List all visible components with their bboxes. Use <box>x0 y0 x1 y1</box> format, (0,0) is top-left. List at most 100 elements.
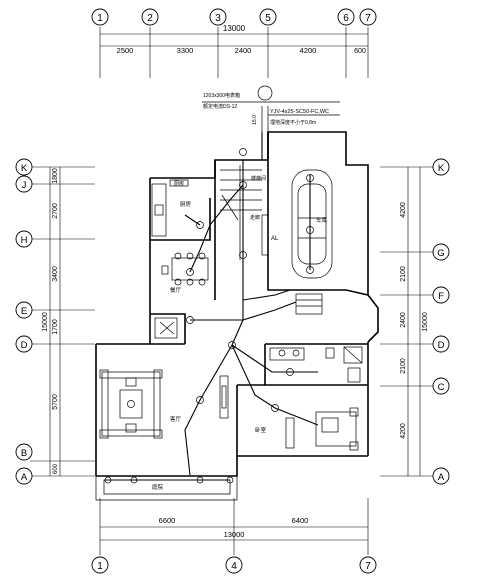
axis-label-left-H: H <box>21 235 28 246</box>
axis-label-right-D: D <box>438 340 445 351</box>
wiring-runs <box>105 132 319 481</box>
light-fixture <box>271 404 279 412</box>
axis-label-top-3: 3 <box>215 13 221 24</box>
axis-bubble-top-5 <box>259 8 277 26</box>
entry-steps <box>295 293 323 315</box>
light-fixture <box>239 148 247 156</box>
axis-label-right-G: G <box>437 248 444 259</box>
light-fixture <box>186 316 194 324</box>
light-fixture <box>196 396 204 404</box>
living-label: 客厅 <box>170 415 182 423</box>
bottom-dim-2: 6400 <box>292 516 309 525</box>
light-fixture <box>130 476 138 484</box>
axis-label-top-1: 1 <box>97 13 103 24</box>
bath-circuit <box>231 344 318 373</box>
light-fixture <box>127 400 135 408</box>
axis-bubble-left-H <box>15 230 33 248</box>
axis-bubble-left-J <box>15 175 33 193</box>
axis-label-left-J: J <box>22 180 27 191</box>
stair-label: 楼梯间 <box>251 175 266 182</box>
range-hood <box>169 179 189 187</box>
toilet <box>325 347 335 359</box>
right-axis-group: 4200 2100 2400 2100 4200 15000 K G F D C… <box>380 158 450 485</box>
axis-label-right-A: A <box>438 472 445 483</box>
courtyard-bench <box>103 479 231 495</box>
wardrobe <box>285 417 295 449</box>
axis-bubble-left-B <box>15 443 33 461</box>
light-fixture <box>226 476 234 484</box>
kitchen-counter <box>151 183 167 237</box>
left-dim-6: 600 <box>53 463 59 474</box>
tv-cabinet <box>219 375 229 419</box>
axis-bubble-left-A <box>15 467 33 485</box>
axis-label-left-B: B <box>21 448 27 459</box>
axis-label-left-K: K <box>21 163 28 174</box>
left-total-dim: 15000 <box>42 312 49 332</box>
south-wall <box>96 455 368 477</box>
axis-label-bottom-4: 4 <box>231 561 237 572</box>
axis-label-left-A: A <box>21 472 28 483</box>
left-dim-2: 2700 <box>52 203 59 219</box>
distribution-panel <box>261 214 269 256</box>
light-fixture <box>196 221 204 229</box>
light-fixture <box>228 341 236 349</box>
light-fixture <box>186 268 194 276</box>
axis-label-right-K: K <box>438 163 445 174</box>
garage-branch <box>242 289 291 301</box>
axis-label-top-6: 6 <box>343 13 349 24</box>
axis-label-right-C: C <box>438 382 445 393</box>
kitchen-wall <box>150 198 211 241</box>
axis-bubble-right-A <box>432 467 450 485</box>
distribution-box-label: AL <box>271 236 279 242</box>
feeder-run <box>242 132 263 255</box>
cable-note: 埋地深度不小于0.8m <box>270 119 316 126</box>
axis-label-bottom-1: 1 <box>97 561 103 572</box>
light-fixture <box>306 174 314 182</box>
axis-bubble-right-D <box>432 335 450 353</box>
axis-label-right-F: F <box>438 291 444 302</box>
axis-bubble-bottom-7 <box>359 556 377 574</box>
washbasin <box>347 367 361 383</box>
dining-table <box>171 257 209 281</box>
shower <box>343 346 363 364</box>
garage-label: 车库 <box>316 216 328 224</box>
axis-label-top-7: 7 <box>365 13 371 24</box>
light-fixture <box>239 251 247 259</box>
axis-bubble-left-K <box>15 158 33 176</box>
axis-bubble-right-K <box>432 158 450 176</box>
axis-bubble-left-E <box>15 301 33 319</box>
light-fixture <box>286 368 294 376</box>
axis-bubble-left-D <box>15 335 33 353</box>
right-dim-4: 2100 <box>400 358 407 374</box>
left-dim-1: 1800 <box>52 168 59 184</box>
right-dim-5: 4200 <box>400 423 407 439</box>
top-dim-1: 2500 <box>117 46 134 55</box>
light-fixture <box>239 181 247 189</box>
top-dim-2: 3300 <box>177 46 194 55</box>
north-wall <box>150 131 369 295</box>
garage-wall <box>267 132 369 296</box>
storage-box <box>154 317 178 339</box>
axis-bubble-top-7 <box>359 8 377 26</box>
left-dim-3: 3400 <box>52 266 59 282</box>
light-fixture <box>104 476 112 484</box>
axis-bubble-right-G <box>432 243 450 261</box>
light-fixture <box>196 476 204 484</box>
axis-label-bottom-7: 7 <box>365 561 371 572</box>
bottom-axis-group: 6600 6400 13000 1 4 7 <box>91 498 377 574</box>
kitchen-sink <box>154 204 164 216</box>
light-fixture <box>306 226 314 234</box>
meter-model-note: 额定电流DS-12 <box>203 103 237 110</box>
top-total-dim: 13000 <box>223 24 246 33</box>
light-fixture <box>306 266 314 274</box>
riser-height: 15.0 <box>252 115 258 125</box>
bathtub <box>269 347 305 361</box>
coffee-table <box>119 389 143 419</box>
axis-label-top-5: 5 <box>265 13 271 24</box>
corridor-circuit <box>190 301 297 321</box>
bedroom-circuit <box>231 344 319 426</box>
bay-window <box>367 294 379 343</box>
service-entrance: 1203x300电表箱 额定电流DS-12 15.0 YJV-4x25-SC50… <box>202 85 340 132</box>
sofa-set <box>101 371 161 437</box>
living-circuit <box>184 344 233 476</box>
